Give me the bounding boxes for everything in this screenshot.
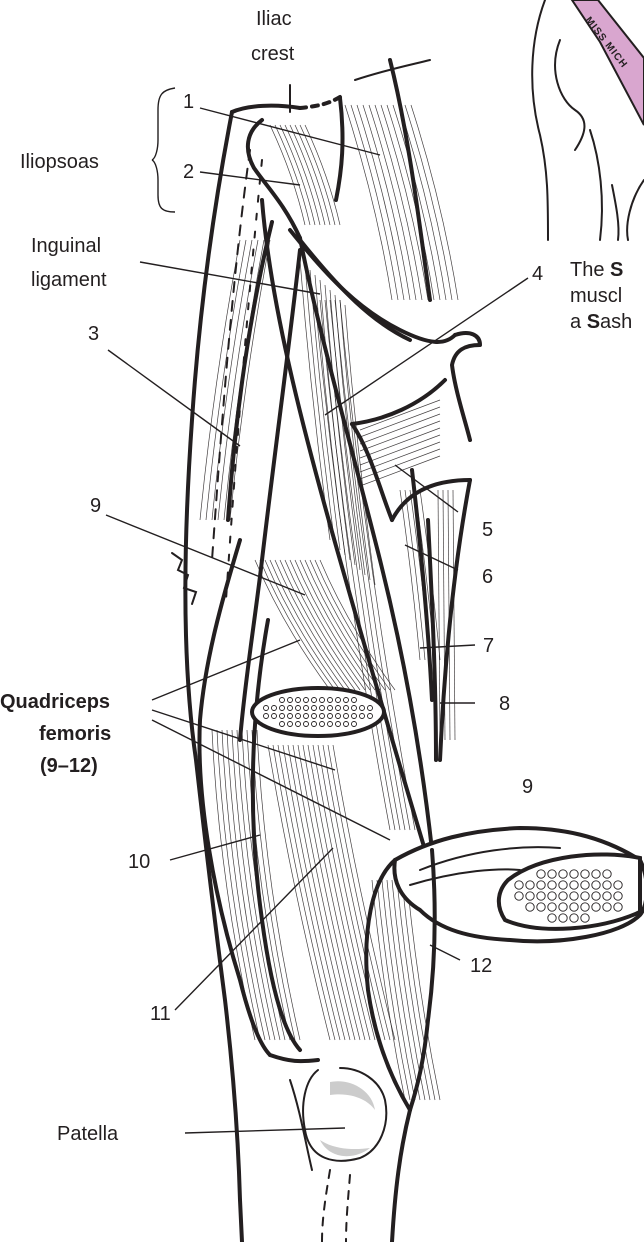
leader-lines: [106, 85, 528, 1133]
label-6: 6: [482, 566, 493, 588]
label-iliac-crest-2: crest: [251, 43, 295, 65]
label-inguinal-2: ligament: [31, 269, 107, 291]
inset-caption-a: a: [570, 311, 587, 333]
label-quadriceps-3: (9–12): [40, 755, 98, 777]
fiber-line: [438, 490, 440, 740]
fiber-line: [270, 125, 305, 225]
label-5: 5: [482, 519, 493, 541]
label-patella: Patella: [57, 1123, 119, 1145]
fiber-line: [357, 105, 404, 300]
muscle-fibers: [200, 105, 458, 1100]
fiber-line: [377, 880, 410, 1100]
rectus-femoris-cut: [252, 688, 384, 736]
label-quadriceps-2: femoris: [39, 723, 111, 745]
inset-caption-bold-s2: S: [587, 311, 600, 333]
patella-shade: [330, 1081, 375, 1110]
label-7: 7: [483, 635, 494, 657]
label-3: 3: [88, 323, 99, 345]
label-1: 1: [183, 91, 194, 113]
fiber-line: [363, 105, 410, 300]
miss-michigan-inset: MISS MICH The S muscl a Sash: [532, 0, 644, 333]
label-iliac-crest-1: Iliac: [256, 8, 292, 30]
fiber-line: [369, 105, 416, 300]
label-12: 12: [470, 955, 492, 977]
svg-text:The S: The S: [570, 259, 623, 281]
label-iliopsoas: Iliopsoas: [20, 151, 99, 173]
fiber-line: [325, 300, 400, 830]
svg-text:a Sash: a Sash: [570, 311, 632, 333]
label-10: 10: [128, 851, 150, 873]
label-8: 8: [499, 693, 510, 715]
label-9-right: 9: [522, 776, 533, 798]
inset-caption-bold-s: S: [610, 259, 623, 281]
fiber-line: [351, 105, 398, 300]
fiber-line: [345, 105, 392, 300]
patella-shade-low: [320, 1140, 370, 1156]
inset-caption-pre: The: [570, 259, 610, 281]
label-inguinal-1: Inguinal: [31, 235, 101, 257]
fiber-line: [212, 730, 255, 1040]
sash: [572, 0, 644, 125]
label-2: 2: [183, 161, 194, 183]
fiber-line: [275, 125, 310, 225]
inset-caption-line2: muscl: [570, 285, 622, 307]
label-quadriceps-1: Quadriceps: [0, 691, 110, 713]
thigh-drawing: [172, 60, 644, 1242]
fiber-line: [405, 105, 452, 300]
label-4: 4: [532, 263, 543, 285]
inset-caption-ash: ash: [600, 311, 632, 333]
label-11: 11: [150, 1003, 171, 1025]
label-9-left: 9: [90, 495, 101, 517]
